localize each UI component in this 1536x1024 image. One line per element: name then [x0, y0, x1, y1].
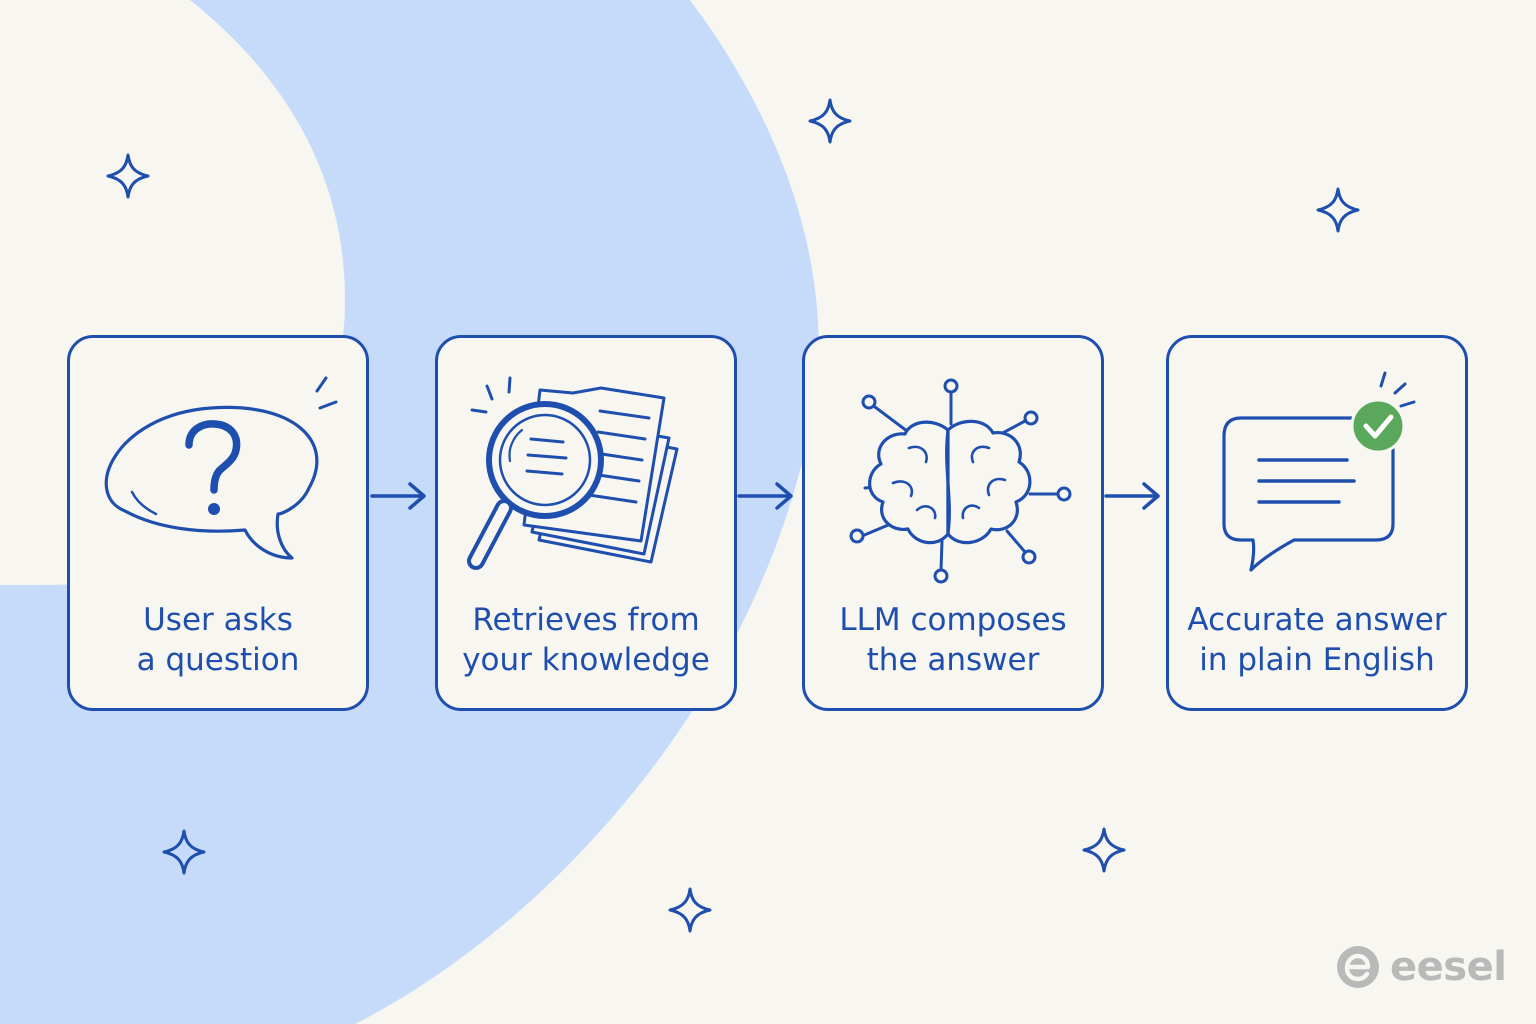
sparkle-icon — [1316, 187, 1360, 233]
step-label-line: in plain English — [1199, 642, 1435, 678]
step-label-line: User asks — [143, 602, 293, 638]
step-label: LLM composes the answer — [819, 600, 1087, 680]
arrow-right-icon — [1104, 482, 1160, 510]
brain-network-icon — [849, 378, 1072, 584]
brand-logo: eesel — [1336, 942, 1507, 992]
brand-name: eesel — [1390, 944, 1507, 990]
sparkle-icon — [106, 153, 150, 199]
arrow-right-icon — [370, 482, 426, 510]
step-label-line: Retrieves from — [472, 602, 700, 638]
step-label-line: your knowledge — [462, 642, 710, 678]
sparkle-icon — [1082, 827, 1126, 873]
step-card-llm: LLM composes the answer — [802, 335, 1104, 711]
arrow-right-icon — [737, 482, 793, 510]
step-label-line: LLM composes — [839, 602, 1067, 638]
question-bubble-icon — [104, 376, 338, 560]
eesel-logo-icon — [1337, 946, 1379, 988]
step-card-answer: Accurate answer in plain English — [1166, 335, 1468, 711]
step-card-user-question: User asks a question — [67, 335, 369, 711]
sparkle-icon — [808, 98, 852, 144]
step-label: Retrieves from your knowledge — [452, 600, 720, 680]
magnifier-documents-icon — [467, 376, 679, 570]
step-label: User asks a question — [84, 600, 352, 680]
step-label-line: Accurate answer — [1187, 602, 1447, 638]
sparkle-icon — [162, 829, 206, 875]
answer-checkmark-icon — [1222, 371, 1416, 572]
step-label-line: a question — [136, 642, 300, 678]
step-card-retrieval: Retrieves from your knowledge — [435, 335, 737, 711]
sparkle-icon — [668, 887, 712, 933]
step-label-line: the answer — [866, 642, 1040, 678]
step-label: Accurate answer in plain English — [1183, 600, 1451, 680]
